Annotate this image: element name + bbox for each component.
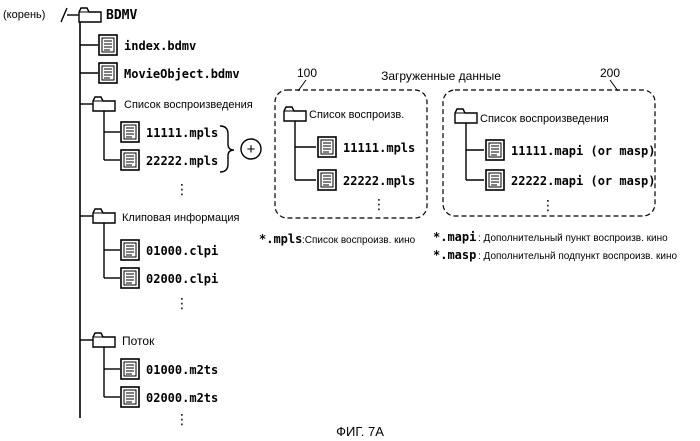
stream-ellipsis: ⋮ (175, 411, 189, 427)
figure-caption: ФИГ. 7А (336, 424, 384, 439)
playlist-file-label: 11111.mpls (146, 126, 218, 140)
box100-folder-icon (284, 107, 306, 121)
box200-ellipsis: ⋮ (541, 197, 555, 213)
playlist-file-label: 22222.mpls (146, 154, 218, 168)
box200-ref-leader (610, 80, 618, 91)
legend-masp-key: *.masp (433, 248, 476, 262)
movieobject-file-label: MovieObject.bdmv (124, 67, 240, 81)
bdmv-label: BDMV (106, 8, 137, 23)
box100-file-label: 22222.mpls (343, 174, 415, 188)
playlist-file-icon (121, 122, 139, 142)
stream-file-icon (121, 359, 139, 379)
box100-file-label: 11111.mpls (343, 141, 415, 155)
legend-mapi-desc: : Дополнительный пункт воспроизв. кино (478, 233, 668, 244)
loaded-data-title: Загруженные данные (381, 69, 501, 83)
box100-folder-label: Список воспроизв. (309, 109, 404, 121)
stream-file-icon (121, 387, 139, 407)
box200-file-icon (486, 140, 504, 160)
box200-file-icon (486, 170, 504, 190)
index-file-icon (99, 35, 117, 55)
box100-ref-leader (298, 80, 306, 91)
clipinfo-folder-icon (93, 209, 115, 223)
legend-mpls-key: *.mpls (259, 232, 302, 246)
index-file-label: index.bdmv (124, 39, 196, 53)
stream-file-label: 02000.m2ts (146, 391, 218, 405)
clipinfo-file-icon (121, 268, 139, 288)
legend-mapi-key: *.mapi (433, 230, 476, 244)
playlist-folder-label: Список воспроизведения (124, 99, 253, 111)
box100-ellipsis: ⋮ (372, 196, 386, 212)
stream-folder-icon (93, 333, 115, 347)
movieobject-file-icon (99, 63, 117, 83)
clipinfo-ellipsis: ⋮ (175, 295, 189, 311)
box100-file-icon (318, 170, 336, 190)
bdmv-folder-icon (79, 8, 101, 22)
box200-file-label: 22222.mapi (or masp) (511, 174, 656, 188)
plus-symbol: + (247, 141, 256, 158)
box100-file-icon (318, 137, 336, 157)
box100-ref: 100 (297, 66, 317, 80)
legend-masp-desc: : Дополнительнй подпункт воспроизв. кино (478, 251, 678, 262)
root-slash (61, 8, 67, 22)
stream-file-label: 01000.m2ts (146, 363, 218, 377)
clipinfo-file-label: 01000.clpi (146, 244, 218, 258)
playlist-file-icon (121, 150, 139, 170)
legend-mpls-desc: :Список воспроизв. кино (302, 235, 416, 246)
box200-ref: 200 (600, 66, 620, 80)
stream-folder-label: Поток (122, 334, 155, 348)
playlist-ellipsis: ⋮ (175, 181, 189, 197)
clipinfo-folder-label: Клиповая информация (122, 212, 240, 224)
clipinfo-file-icon (121, 240, 139, 260)
root-label: (корень) (3, 9, 45, 21)
box200-folder-icon (455, 109, 477, 123)
box200-file-label: 11111.mapi (or masp) (511, 144, 656, 158)
playlist-folder-icon (93, 97, 115, 111)
box200-folder-label: Список воспроизведения (480, 113, 609, 125)
playlist-brace (220, 126, 234, 172)
clipinfo-file-label: 02000.clpi (146, 272, 218, 286)
